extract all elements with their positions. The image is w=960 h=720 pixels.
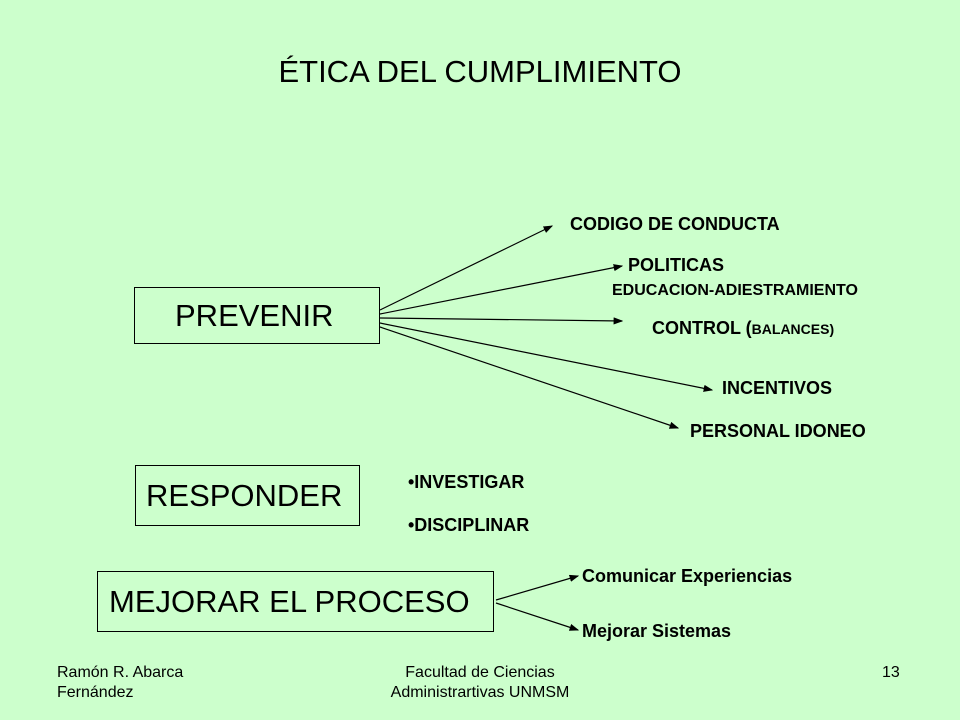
responder-label: RESPONDER (146, 477, 343, 513)
arrow-codigo (379, 225, 554, 311)
footer-institution-line1: Facultad de Ciencias (405, 664, 555, 681)
responder-box: RESPONDER (135, 465, 360, 526)
control-label: CONTROL ( (652, 318, 752, 338)
footer-institution-line2: Administrartivas UNMSM (390, 684, 570, 701)
arrow-politicas (379, 264, 624, 315)
footer-institution: Facultad de Ciencias Administrartivas UN… (330, 663, 630, 703)
item-investigar: •INVESTIGAR (408, 472, 525, 492)
footer-author-line1: Ramón R. Abarca (57, 664, 184, 681)
prevenir-label: PREVENIR (175, 297, 334, 333)
arrow-mejorar-sistemas (495, 602, 580, 631)
arrow-comunicar (495, 574, 580, 601)
slide-title: ÉTICA DEL CUMPLIMIENTO (278, 54, 682, 89)
item-politicas: POLITICAS (628, 255, 725, 275)
item-mejorar-sistemas: Mejorar Sistemas (582, 621, 732, 641)
arrow-incentivos (379, 322, 714, 392)
arrow-control (379, 317, 624, 325)
item-codigo-de-conducta: CODIGO DE CONDUCTA (570, 214, 780, 234)
item-disciplinar: •DISCIPLINAR (408, 515, 530, 535)
arrow-personal (379, 326, 680, 429)
prevenir-box: PREVENIR (134, 287, 380, 344)
control-balances-label: BALANCES) (751, 321, 835, 337)
item-personal-idoneo: PERSONAL IDONEO (690, 421, 866, 441)
page-number: 13 (882, 664, 900, 681)
item-incentivos: INCENTIVOS (722, 378, 833, 398)
mejorar-box: MEJORAR EL PROCESO (97, 571, 494, 632)
footer-author-line2: Fernández (57, 684, 134, 701)
item-control: CONTROL (BALANCES) (652, 318, 834, 339)
mejorar-label: MEJORAR EL PROCESO (109, 583, 470, 619)
footer-author: Ramón R. Abarca Fernández (57, 663, 183, 703)
item-educacion: EDUCACION-ADIESTRAMIENTO (612, 282, 858, 299)
item-comunicar-experiencias: Comunicar Experiencias (582, 566, 793, 586)
